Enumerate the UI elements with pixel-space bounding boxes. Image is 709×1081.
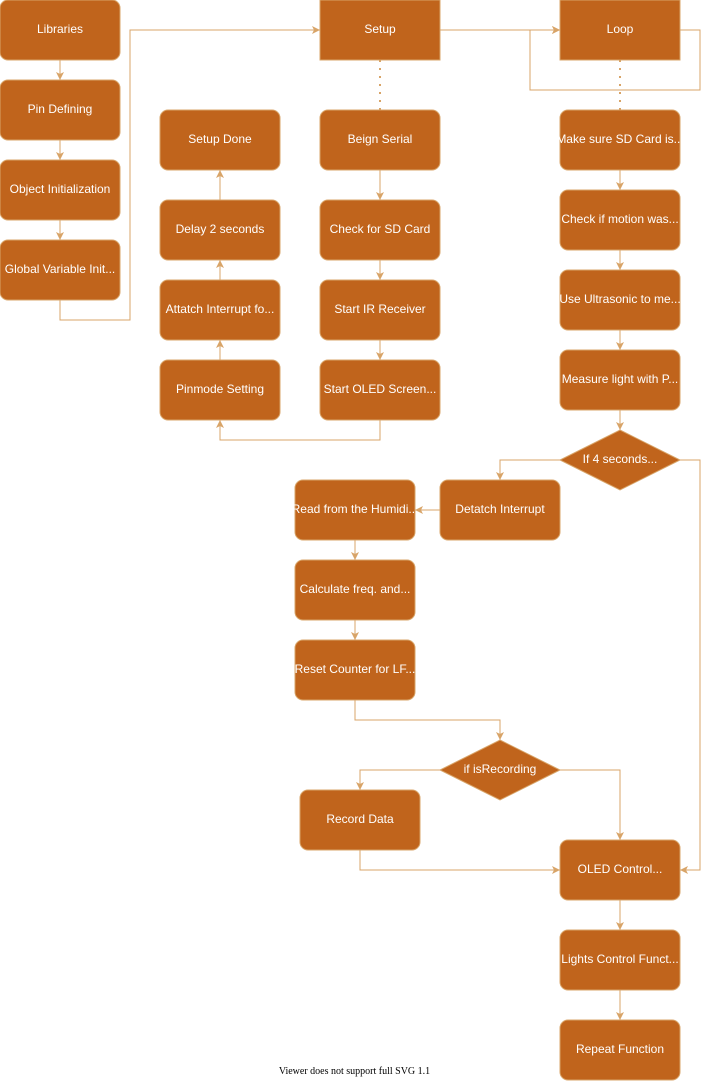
node-oled-control[interactable]: OLED Control... [559, 839, 681, 901]
node-detach-interrupt-label: Detatch Interrupt [455, 502, 545, 516]
edge-global-setup [59, 26, 320, 321]
node-setup-done[interactable]: Setup Done [159, 109, 281, 171]
node-record-data[interactable]: Record Data [299, 789, 421, 851]
node-delay-label: Delay 2 seconds [176, 222, 265, 236]
node-pinmode-label: Pinmode Setting [176, 382, 264, 396]
node-pin-defining-label: Pin Defining [28, 102, 93, 116]
connectors [56, 26, 701, 1020]
node-check-sd-label: Check for SD Card [330, 222, 431, 236]
node-pin-defining[interactable]: Pin Defining [0, 79, 121, 141]
node-global-var[interactable]: Global Variable Init... [0, 239, 121, 301]
node-lights-control[interactable]: Lights Control Funct... [559, 929, 681, 991]
node-global-var-label: Global Variable Init... [5, 262, 116, 276]
node-object-init[interactable]: Object Initialization [0, 159, 121, 221]
node-attach-interrupt[interactable]: Attatch Interrupt fo... [159, 279, 281, 341]
node-repeat-function-label: Repeat Function [576, 1042, 664, 1056]
node-pinmode[interactable]: Pinmode Setting [159, 359, 281, 421]
node-start-ir[interactable]: Start IR Receiver [319, 279, 441, 341]
edge-if4-oled [680, 459, 701, 874]
node-read-humidity-label: Read from the Humidi... [292, 502, 419, 516]
node-start-oled-label: Start OLED Screen... [324, 382, 437, 396]
node-reset-counter[interactable]: Reset Counter for LF... [294, 639, 416, 701]
edge-ifrec-record [356, 769, 440, 790]
node-check-sd[interactable]: Check for SD Card [319, 199, 441, 261]
node-measure-light-label: Measure light with P... [562, 372, 679, 386]
node-measure-light[interactable]: Measure light with P... [559, 349, 681, 411]
node-attach-interrupt-label: Attatch Interrupt fo... [166, 302, 275, 316]
edge-reset-ifrec [354, 700, 504, 740]
node-reset-counter-label: Reset Counter for LF... [295, 662, 416, 676]
node-begin-serial-label: Beign Serial [348, 132, 413, 146]
node-lights-control-label: Lights Control Funct... [561, 952, 678, 966]
node-setup-done-label: Setup Done [188, 132, 252, 146]
node-loop[interactable]: Loop [559, 0, 681, 61]
node-begin-serial[interactable]: Beign Serial [319, 109, 441, 171]
node-make-sure-sd-label: Make sure SD Card is... [556, 132, 683, 146]
edge-record-oled [359, 850, 560, 874]
node-start-ir-label: Start IR Receiver [334, 302, 425, 316]
decision-if-recording[interactable]: if isRecording [438, 739, 562, 801]
node-object-init-label: Object Initialization [10, 182, 111, 196]
node-check-motion-label: Check if motion was... [561, 212, 678, 226]
node-setup-label: Setup [364, 22, 396, 36]
node-calc-freq-label: Calculate freq. and... [300, 582, 411, 596]
node-libraries[interactable]: Libraries [0, 0, 121, 61]
node-calc-freq[interactable]: Calculate freq. and... [294, 559, 416, 621]
node-read-humidity[interactable]: Read from the Humidi... [292, 479, 419, 541]
node-ultrasonic-label: Use Ultrasonic to me... [559, 292, 680, 306]
decision-if-4-seconds[interactable]: If 4 seconds... [558, 429, 682, 491]
decision-if-recording-label: if isRecording [464, 762, 537, 776]
node-delay[interactable]: Delay 2 seconds [159, 199, 281, 261]
node-start-oled[interactable]: Start OLED Screen... [319, 359, 441, 421]
node-ultrasonic[interactable]: Use Ultrasonic to me... [559, 269, 681, 331]
node-make-sure-sd[interactable]: Make sure SD Card is... [556, 109, 684, 171]
node-check-motion[interactable]: Check if motion was... [559, 189, 681, 251]
svg-support-notice: Viewer does not support full SVG 1.1 [278, 1066, 431, 1077]
node-oled-control-label: OLED Control... [578, 862, 663, 876]
edge-ifrec-oled [560, 769, 624, 840]
edge-loop-self [529, 26, 701, 91]
node-detach-interrupt[interactable]: Detatch Interrupt [439, 479, 561, 541]
decision-if-4-seconds-label: If 4 seconds... [583, 452, 658, 466]
node-record-data-label: Record Data [326, 812, 394, 826]
node-repeat-function[interactable]: Repeat Function [559, 1019, 681, 1081]
node-setup[interactable]: Setup [319, 0, 441, 61]
node-loop-label: Loop [607, 22, 634, 36]
edge-oled-pinmode [216, 420, 381, 441]
node-libraries-label: Libraries [37, 22, 83, 36]
edge-if4-detach [496, 459, 560, 480]
